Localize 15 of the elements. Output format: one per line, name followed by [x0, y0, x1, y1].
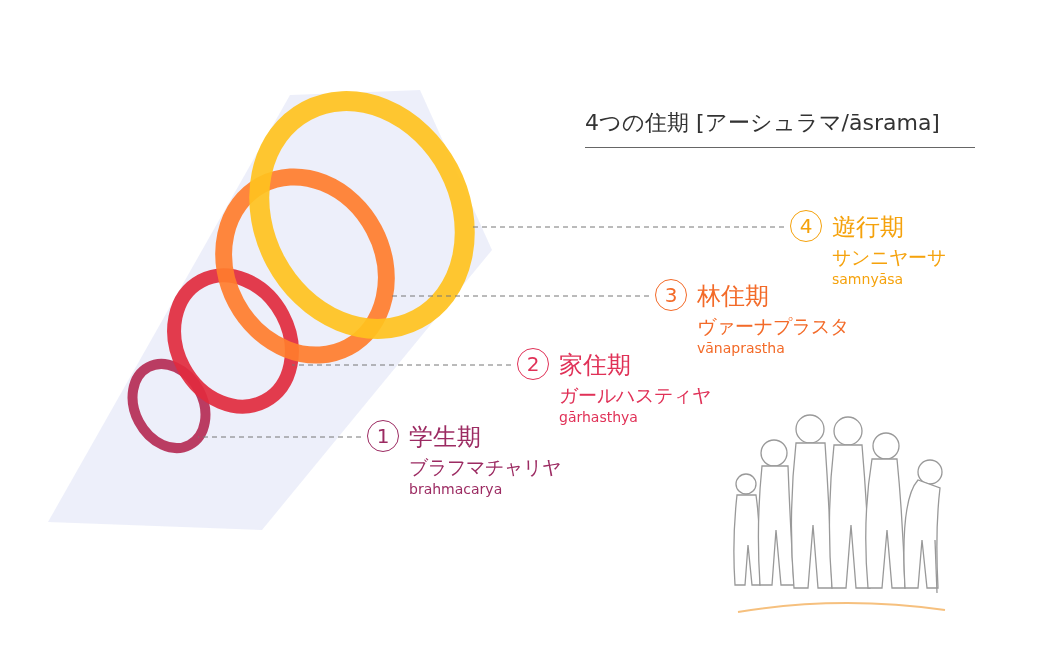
- diagram-title: 4つの住期 [アーシュラマ/āsrama]: [585, 109, 940, 137]
- stage-name: 遊行期: [832, 212, 905, 243]
- stage-romanization: brahmacarya: [409, 480, 504, 498]
- leader-line: [471, 226, 785, 228]
- leader-line: [197, 436, 362, 438]
- stage-reading: ブラフマチャリヤ: [409, 455, 561, 480]
- leader-line: [389, 295, 650, 297]
- stage-name: 学生期: [409, 422, 482, 453]
- stage-romanization: samnyāsa: [832, 270, 905, 288]
- stage-reading: ヴァーナプラスタ: [697, 314, 849, 339]
- stage-romanization: vānaprastha: [697, 339, 786, 357]
- stage-reading: サンニヤーサ: [832, 245, 946, 270]
- stage-romanization: gārhasthya: [559, 408, 639, 426]
- leader-line: [291, 364, 512, 366]
- stage-reading: ガールハスティヤ: [559, 383, 711, 408]
